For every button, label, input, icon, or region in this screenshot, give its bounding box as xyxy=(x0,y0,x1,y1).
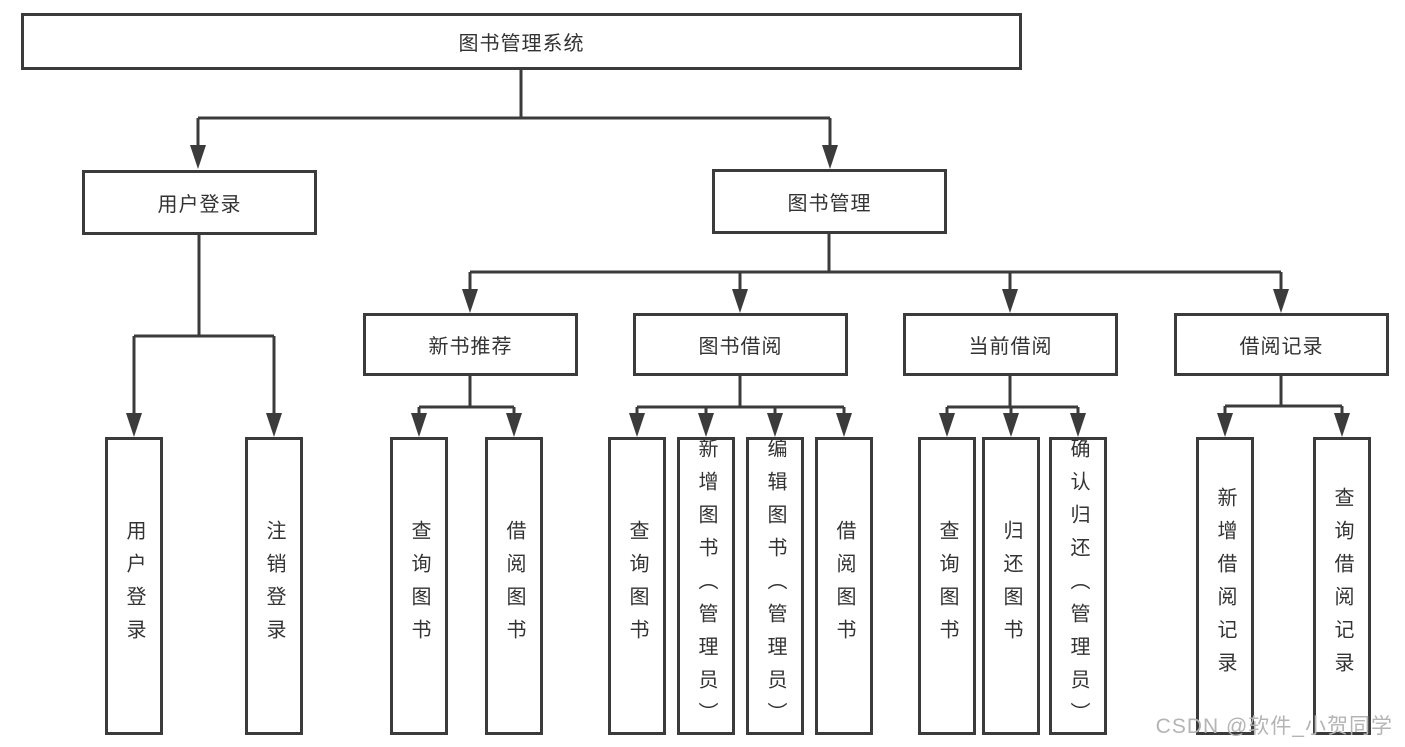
watermark: CSDN @软件_小贺同学 xyxy=(1155,715,1393,738)
node-user-login: 用户登录 xyxy=(82,170,317,235)
node-book-borrowing: 图书借阅 xyxy=(633,313,848,376)
node-borrowing-records: 借阅记录 xyxy=(1174,313,1389,376)
leaf-recommend-borrow-books-label: 借阅图书 xyxy=(503,520,525,652)
leaf-return-books-label: 归还图书 xyxy=(1000,520,1022,652)
leaf-add-borrow-record-label: 新增借阅记录 xyxy=(1214,487,1236,685)
leaf-recommend-query-books: 查询图书 xyxy=(390,437,448,735)
node-book-management-label: 图书管理 xyxy=(787,193,872,215)
node-current-borrowing: 当前借阅 xyxy=(903,313,1118,376)
node-book-management: 图书管理 xyxy=(712,169,947,234)
node-new-book-recommend: 新书推荐 xyxy=(363,313,578,376)
leaf-user-login: 用户登录 xyxy=(105,437,163,735)
leaf-edit-books-admin-label: 编辑图书（管理员） xyxy=(764,437,786,735)
node-root: 图书管理系统 xyxy=(21,13,1022,70)
leaf-return-books: 归还图书 xyxy=(982,437,1040,735)
leaf-current-query-books-label: 查询图书 xyxy=(936,520,958,652)
leaf-borrowing-borrow-books-label: 借阅图书 xyxy=(833,520,855,652)
leaf-recommend-borrow-books: 借阅图书 xyxy=(485,437,543,735)
leaf-borrowing-query-books-label: 查询图书 xyxy=(626,520,648,652)
leaf-add-books-admin-label: 新增图书（管理员） xyxy=(695,437,717,735)
node-current-borrowing-label: 当前借阅 xyxy=(968,336,1053,358)
leaf-user-login-label: 用户登录 xyxy=(123,520,145,652)
node-book-borrowing-label: 图书借阅 xyxy=(698,336,783,358)
leaf-confirm-return-admin: 确认归还（管理员） xyxy=(1049,437,1107,735)
node-user-login-label: 用户登录 xyxy=(157,194,242,216)
leaf-recommend-query-books-label: 查询图书 xyxy=(408,520,430,652)
leaf-current-query-books: 查询图书 xyxy=(918,437,976,735)
node-new-book-recommend-label: 新书推荐 xyxy=(428,336,513,358)
leaf-query-borrow-record: 查询借阅记录 xyxy=(1313,437,1371,735)
leaf-edit-books-admin: 编辑图书（管理员） xyxy=(746,437,804,735)
leaf-logout-label: 注销登录 xyxy=(263,520,285,652)
leaf-add-borrow-record: 新增借阅记录 xyxy=(1196,437,1254,735)
node-borrowing-records-label: 借阅记录 xyxy=(1239,336,1324,358)
leaf-borrowing-borrow-books: 借阅图书 xyxy=(815,437,873,735)
leaf-logout: 注销登录 xyxy=(245,437,303,735)
leaf-add-books-admin: 新增图书（管理员） xyxy=(677,437,735,735)
leaf-query-borrow-record-label: 查询借阅记录 xyxy=(1331,487,1353,685)
node-root-label: 图书管理系统 xyxy=(458,33,585,55)
leaf-borrowing-query-books: 查询图书 xyxy=(608,437,666,735)
leaf-confirm-return-admin-label: 确认归还（管理员） xyxy=(1067,437,1089,735)
